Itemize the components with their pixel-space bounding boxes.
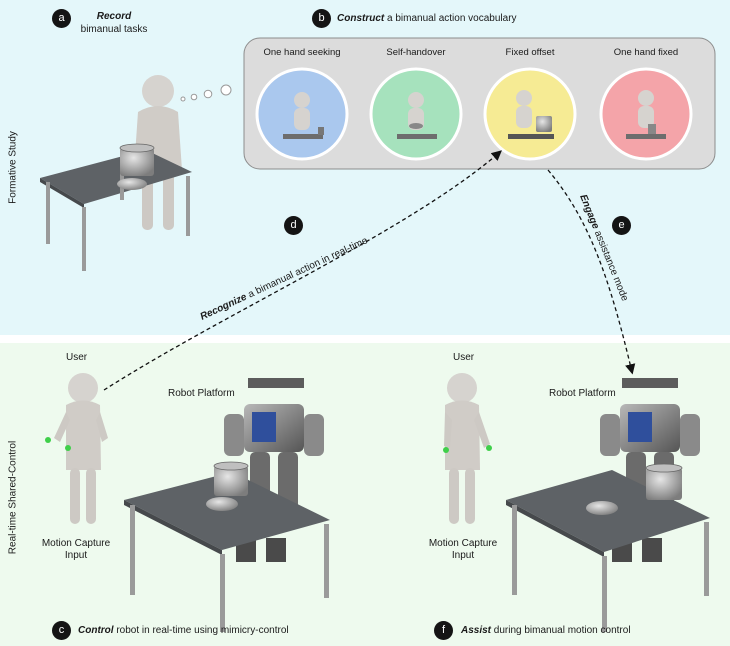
control-table xyxy=(124,472,330,632)
control-pot xyxy=(206,461,249,511)
assist-pot xyxy=(586,463,683,515)
badge-f: f xyxy=(434,621,453,640)
vocab-label-self-handover: Self-handover xyxy=(386,47,446,58)
left-robot-label: Robot Platform xyxy=(168,388,235,399)
badge-d: d xyxy=(284,216,303,235)
arrow-recognize xyxy=(103,150,502,391)
left-user-label: User xyxy=(66,352,88,363)
control-robot-figure xyxy=(224,378,324,562)
badge-a: a xyxy=(52,9,71,28)
assist-user-figure xyxy=(443,373,492,524)
thought-bubbles xyxy=(180,84,232,102)
right-user-label: User xyxy=(453,352,475,363)
vocab-label-one-hand-seeking: One hand seeking xyxy=(263,47,341,58)
badge-e: e xyxy=(612,216,631,235)
step-b-label: Construct a bimanual action vocabulary xyxy=(337,13,517,24)
vocab-circle-one-hand-seeking xyxy=(255,67,349,161)
step-a-label: Record bimanual tasks xyxy=(80,11,148,35)
control-user-figure xyxy=(45,373,108,524)
vocab-circle-fixed-offset xyxy=(483,67,577,161)
side-label-formative: Formative Study xyxy=(7,131,19,204)
badge-c: c xyxy=(52,621,71,640)
step-f-label: Assist during bimanual motion control xyxy=(461,625,631,636)
vocab-label-fixed-offset: Fixed offset xyxy=(505,47,555,58)
left-mocap-label: Motion Capture Input xyxy=(41,538,111,561)
arrow-engage xyxy=(547,169,636,375)
side-label-shared-control: Real-time Shared-Control xyxy=(7,440,19,555)
right-mocap-label: Motion Capture Input xyxy=(428,538,498,561)
badge-b: b xyxy=(312,9,331,28)
right-robot-label: Robot Platform xyxy=(549,388,616,399)
formative-pot xyxy=(117,143,155,190)
vocab-label-one-hand-fixed: One hand fixed xyxy=(613,47,679,58)
vocab-circle-self-handover xyxy=(369,67,463,161)
vocab-circle-one-hand-fixed xyxy=(599,67,693,161)
step-c-label: Control robot in real-time using mimicry… xyxy=(78,625,289,636)
